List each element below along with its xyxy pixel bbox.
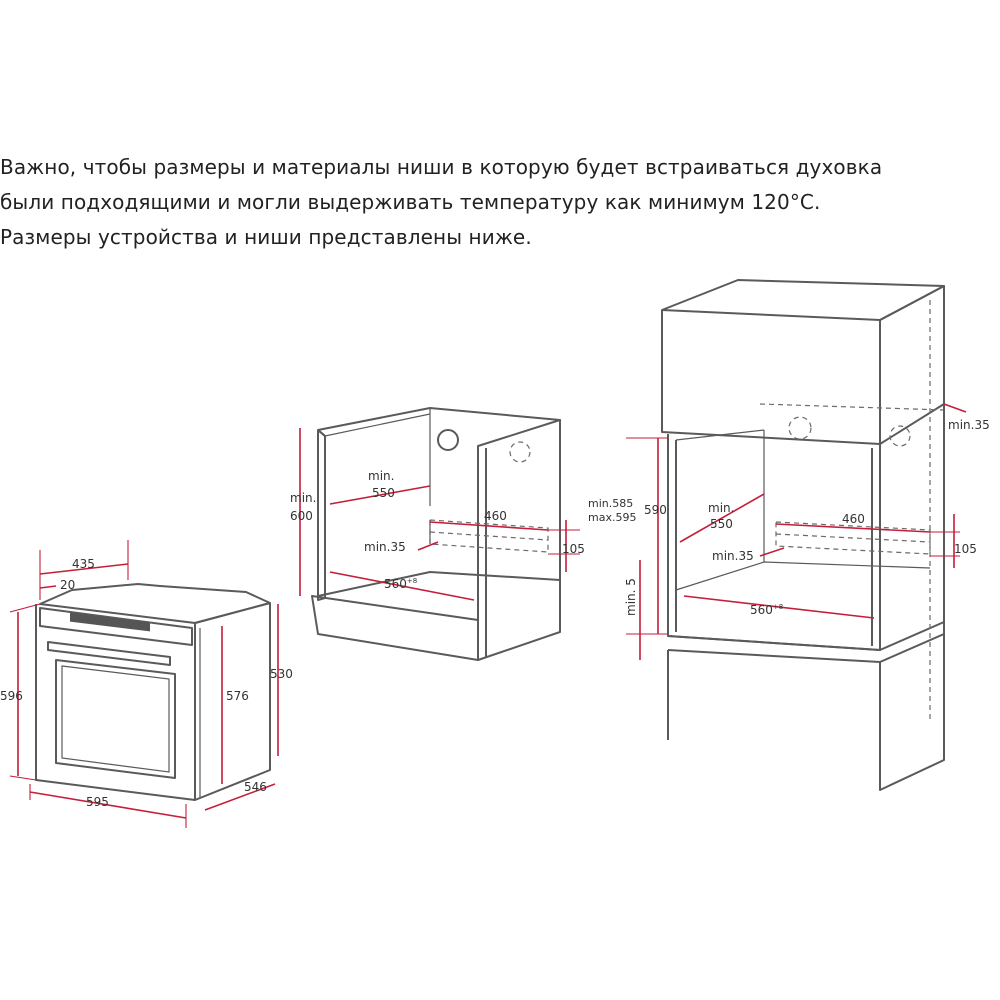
intro-line-3: Размеры устройства и ниши представлены н… [0,225,532,249]
oven-dimensions [9,540,279,828]
dim-niche2-height-min: min.585 [588,497,633,510]
dim-niche2-width-tolerance: +8 [773,603,783,611]
niche-column-dimensions [626,403,967,660]
dim-niche1-depth-label: min. [368,469,394,483]
dim-niche2-vent-gap: min.35 [712,549,754,563]
dim-niche2-depth-value: 550 [710,517,733,531]
intro-line-2: были подходящими и могли выдерживать тем… [0,190,821,214]
niche-column-drawing [661,279,945,791]
dim-niche1-width-value: 560 [384,577,407,591]
dim-niche2-height: 590 [644,503,667,517]
niche-under-counter-drawing [311,407,561,661]
dim-oven-width: 595 [86,795,109,809]
dim-oven-depth-front: 20 [60,578,75,592]
dim-niche1-height-value: 600 [290,509,313,523]
dim-niche2-bottom-gap: min. 5 [624,578,638,616]
intro-line-1: Важно, чтобы размеры и материалы ниши в … [0,155,883,179]
dim-niche1-vent-width: 460 [484,509,507,523]
dim-niche2-depth-label: min. [708,501,734,515]
dim-oven-depth-total: 435 [72,557,95,571]
dim-niche1-width-tolerance: +8 [407,577,417,585]
dim-niche1-depth-value: 550 [372,486,395,500]
dim-niche2-width-value: 560 [750,603,773,617]
niche-under-counter-dimensions [299,428,580,601]
dim-niche1-width: 560+8 [384,577,417,591]
intro-text: Важно, чтобы размеры и материалы ниши в … [0,150,1000,255]
dim-niche2-vent-height: 105 [954,542,977,556]
dim-niche2-top-gap: min.35 [948,418,990,432]
dim-oven-depth: 546 [244,780,267,794]
dim-oven-height-side: 530 [270,667,293,681]
dim-niche1-vent-gap: min.35 [364,540,406,554]
dim-niche2-vent-width: 460 [842,512,865,526]
oven-display [70,612,150,632]
oven-drawing [35,583,271,801]
dim-niche2-height-max: max.595 [588,511,636,524]
dim-niche2-width: 560+8 [750,603,783,617]
dim-niche1-vent-height: 105 [562,542,585,556]
dim-niche1-height-label: min. [290,491,316,505]
dim-oven-height-inner: 576 [226,689,249,703]
dim-oven-height: 596 [0,689,23,703]
